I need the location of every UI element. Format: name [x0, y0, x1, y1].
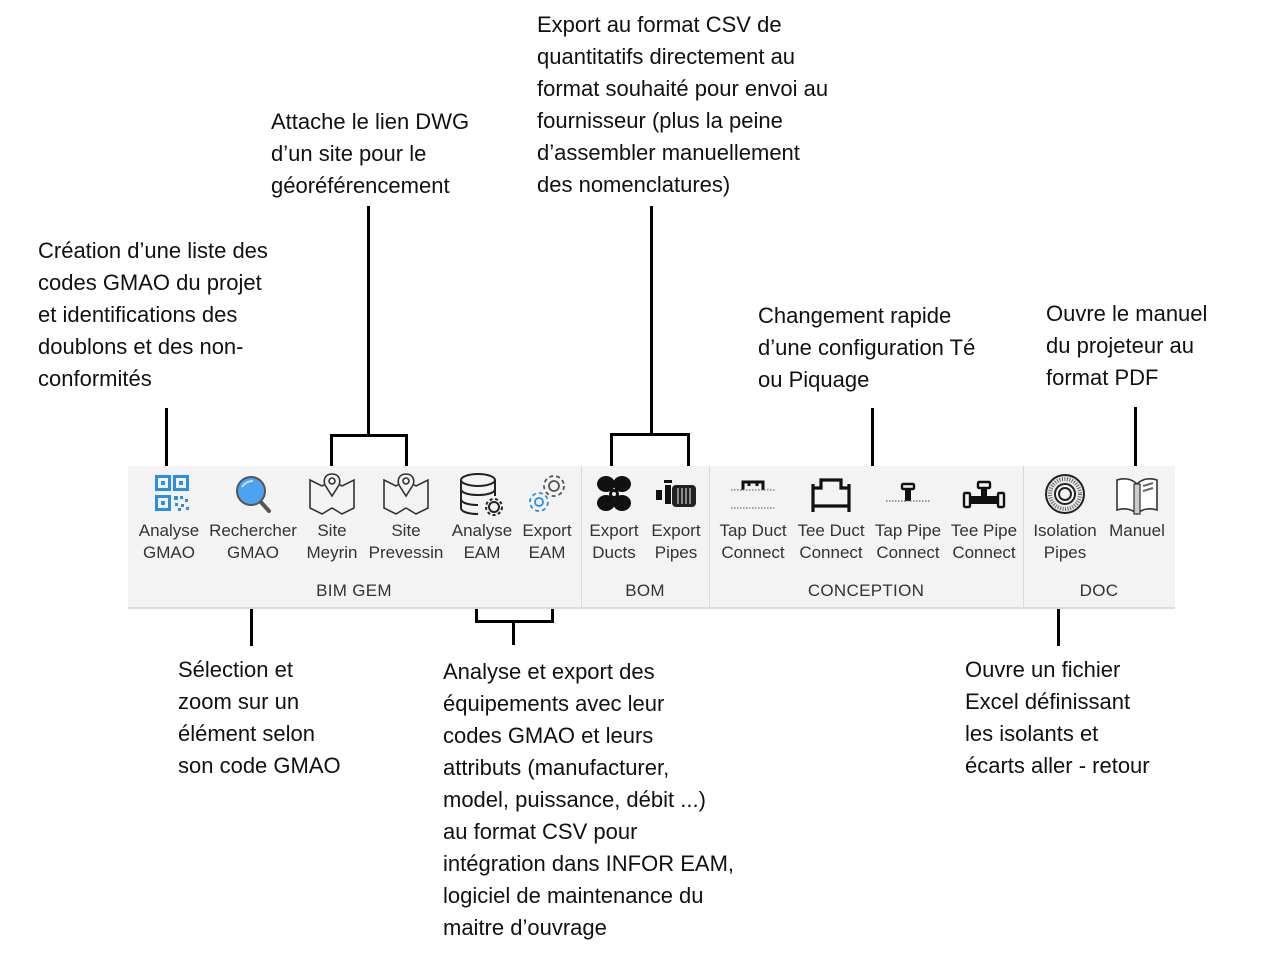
- panel-doc: Isolation Pipes Manuel DOC: [1024, 466, 1174, 607]
- connector-bom-bar: [610, 433, 690, 436]
- magnifier-icon: [236, 476, 271, 513]
- insulation-ring-icon: [1045, 474, 1085, 514]
- rechercher-gmao-label: Rechercher GMAO: [209, 521, 297, 562]
- tap-duct-connect-button[interactable]: Tap Duct Connect: [714, 472, 792, 564]
- tap-duct-icon: [731, 480, 775, 509]
- manuel-label: Manuel: [1109, 521, 1165, 540]
- connector-site-left: [330, 434, 333, 470]
- connector-conception: [871, 408, 874, 470]
- connector-site-stem: [367, 206, 370, 436]
- panel-bom: Export Ducts Export Pipes BOM: [582, 466, 708, 607]
- tee-duct-connect-button[interactable]: Tee Duct Connect: [792, 472, 870, 564]
- panel-bim-gem: Analyse GMAO Rechercher GMAO Site Meyrin: [128, 466, 580, 607]
- site-meyrin-button[interactable]: Site Meyrin: [300, 472, 364, 564]
- tap-duct-connect-label: Tap Duct Connect: [719, 521, 787, 562]
- panel-title-doc: DOC: [1079, 581, 1119, 600]
- panel-separator: [709, 466, 710, 607]
- export-pipes-button[interactable]: Export Pipes: [646, 472, 706, 564]
- annotation-export-bom: Export au format CSV de quantitatifs dir…: [537, 12, 829, 197]
- tee-pipe-connect-button[interactable]: Tee Pipe Connect: [946, 472, 1022, 564]
- tap-pipe-connect-button[interactable]: Tap Pipe Connect: [870, 472, 946, 564]
- tee-duct-icon: [811, 478, 851, 512]
- analyse-eam-button[interactable]: Analyse EAM: [448, 472, 516, 564]
- export-ducts-button[interactable]: Export Ducts: [584, 472, 644, 564]
- qr-code-icon: [155, 475, 189, 511]
- manuel-button[interactable]: Manuel: [1104, 472, 1170, 542]
- map-pin-icon: [309, 473, 355, 515]
- pump-icon: [656, 480, 696, 507]
- annotation-isolation: Ouvre un fichier Excel définissant les i…: [965, 657, 1150, 778]
- connector-rechercher: [250, 588, 253, 646]
- connector-bom-stem: [650, 206, 653, 434]
- connector-site-bar: [330, 434, 408, 437]
- export-ducts-label: Export Ducts: [589, 521, 639, 562]
- gears-icon: [529, 475, 565, 512]
- isolation-pipes-button[interactable]: Isolation Pipes: [1028, 472, 1102, 564]
- panel-title-bom: BOM: [625, 581, 665, 600]
- connector-bom-left: [610, 433, 613, 469]
- analyse-gmao-label: Analyse GMAO: [138, 521, 200, 562]
- connector-eam-stem: [512, 620, 515, 645]
- panel-separator: [581, 466, 582, 607]
- database-gear-icon: [460, 473, 503, 516]
- panel-title-conception: CONCEPTION: [807, 581, 925, 600]
- rechercher-gmao-button[interactable]: Rechercher GMAO: [206, 472, 300, 564]
- annotation-site: Attache le lien DWG d’un site pour le gé…: [271, 109, 470, 198]
- tap-pipe-icon: [886, 482, 930, 502]
- tee-pipe-connect-label: Tee Pipe Connect: [950, 521, 1018, 562]
- open-book-icon: [1116, 478, 1158, 516]
- annotation-manuel: Ouvre le manuel du projeteur au format P…: [1046, 301, 1208, 390]
- connector-bom-right: [687, 433, 690, 469]
- annotation-conception: Changement rapide d’une configuration Té…: [758, 303, 976, 392]
- tee-pipe-icon: [962, 480, 1006, 509]
- connector-manuel: [1134, 407, 1137, 469]
- analyse-eam-label: Analyse EAM: [451, 521, 513, 562]
- tee-duct-connect-label: Tee Duct Connect: [797, 521, 865, 562]
- annotation-eam: Analyse et export des équipements avec l…: [443, 659, 735, 940]
- export-eam-label: Export EAM: [522, 521, 572, 562]
- connector-analyse-gmao: [165, 408, 168, 468]
- annotation-rechercher: Sélection et zoom sur un élément selon s…: [178, 657, 341, 778]
- export-eam-button[interactable]: Export EAM: [516, 472, 578, 564]
- connector-site-right: [405, 434, 408, 470]
- tap-pipe-connect-label: Tap Pipe Connect: [874, 521, 942, 562]
- ribbon-toolbar: Analyse GMAO Rechercher GMAO Site Meyrin: [128, 466, 1175, 609]
- panel-title-bim-gem: BIM GEM: [316, 581, 392, 600]
- map-pin-icon: [383, 473, 429, 515]
- site-meyrin-label: Site Meyrin: [306, 521, 358, 562]
- fan-icon: [597, 476, 631, 511]
- panel-separator: [1023, 466, 1024, 607]
- panel-conception: Tap Duct Connect Tee Duct Connect Tap Pi…: [710, 466, 1022, 607]
- isolation-pipes-label: Isolation Pipes: [1033, 521, 1097, 562]
- connector-isolation: [1057, 588, 1060, 646]
- site-prevessin-label: Site Prevessin: [368, 521, 444, 562]
- site-prevessin-button[interactable]: Site Prevessin: [368, 472, 444, 564]
- export-pipes-label: Export Pipes: [651, 521, 701, 562]
- analyse-gmao-button[interactable]: Analyse GMAO: [134, 472, 204, 564]
- annotation-analyse-gmao: Création d’une liste des codes GMAO du p…: [38, 238, 268, 391]
